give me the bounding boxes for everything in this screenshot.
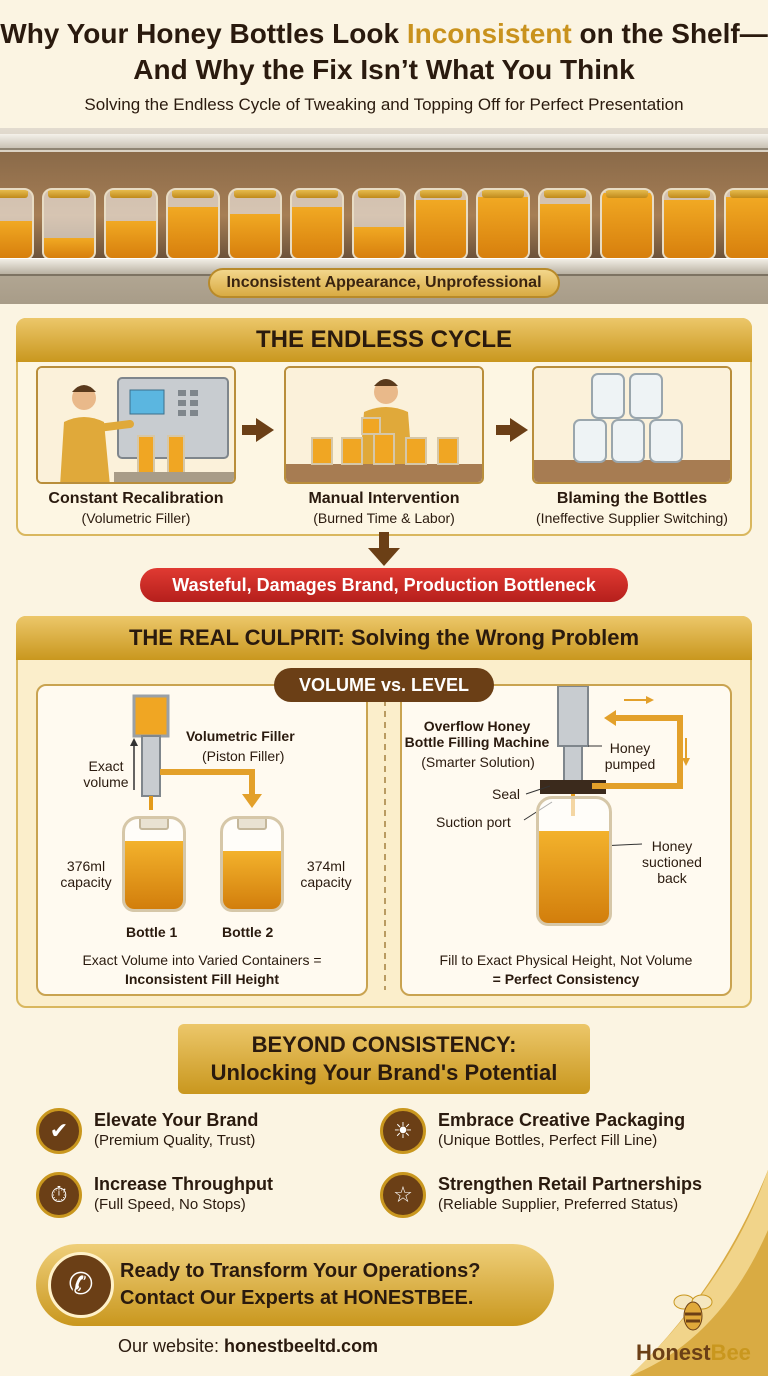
title-text-end: on the Shelf—And Why the Fix Isn’t What … (133, 18, 768, 85)
page-title: Why Your Honey Bottles Look Inconsistent… (0, 16, 768, 88)
arrow-down-icon (368, 532, 400, 566)
overflow-caption: Fill to Exact Physical Height, Not Volum… (439, 952, 693, 968)
benefit-4-title: Strengthen Retail Partnerships (438, 1174, 703, 1194)
shelf-jar (538, 188, 592, 260)
cta-banner[interactable] (36, 1244, 554, 1326)
benefit-1-sub: (Premium Quality, Trust) (94, 1132, 256, 1149)
shelf-jar (290, 188, 344, 260)
cta-text[interactable]: Ready to Transform Your Operations? Cont… (120, 1258, 550, 1312)
logo-part-1: Honest (636, 1340, 711, 1365)
volumetric-caption-bold: Inconsistent Fill Height (124, 971, 279, 987)
divider-dashed (384, 700, 386, 990)
benefit-2-sub: (Unique Bottles, Perfect Fill Line) (438, 1132, 658, 1149)
result-banner: Wasteful, Damages Brand, Production Bott… (140, 568, 628, 602)
suction-port-label: Suction port (436, 814, 511, 830)
step-1-sub: (Volumetric Filler) (81, 510, 191, 526)
culprit-heading: THE REAL CULPRIT: Solving the Wrong Prob… (16, 616, 752, 660)
volumetric-panel: Volumetric Filler (Piston Filler) Exact … (36, 684, 368, 996)
filler-sub: (Piston Filler) (202, 748, 285, 764)
honey-back-label: Honey suctioned back (642, 838, 702, 886)
shelf-illustration (0, 128, 768, 304)
shelf-jar (228, 188, 282, 260)
manual-illustration (286, 368, 482, 482)
cta-line-1: Ready to Transform Your Operations? (120, 1260, 481, 1282)
step-3-sub: (Ineffective Supplier Switching) (536, 510, 728, 526)
seal-label: Seal (492, 786, 521, 802)
bottle-1 (122, 816, 186, 912)
cta-line-2: Contact Our Experts at HONESTBEE. (120, 1287, 474, 1309)
machine-title: Overflow Honey Bottle Filling Machine (404, 718, 550, 750)
benefit-4-sub: (Reliable Supplier, Preferred Status) (438, 1196, 679, 1213)
step-1-title: Constant Recalibration (48, 490, 224, 507)
overflow-caption-bold: = Perfect Consistency (492, 971, 640, 987)
volumetric-caption: Exact Volume into Varied Containers = (82, 952, 322, 968)
empty-bottles-illustration (534, 368, 730, 482)
overflow-diagram (523, 686, 690, 847)
volumetric-diagram (130, 694, 262, 810)
arrow-right-icon-2 (496, 418, 528, 442)
overflow-panel: Overflow Honey Bottle Filling Machine (S… (400, 684, 732, 996)
shelf-jar (724, 188, 768, 260)
benefit-2-title: Embrace Creative Packaging (438, 1110, 686, 1130)
beyond-line-2: Unlocking Your Brand's Potential (210, 1060, 558, 1085)
exact-volume-label: Exact volume (83, 758, 129, 790)
page-curl-decoration (630, 1170, 768, 1376)
step-2-sub: (Burned Time & Labor) (313, 510, 455, 526)
website-line: Our website: honestbeeltd.com (118, 1336, 378, 1357)
bottle-2-capacity: 374ml capacity (300, 858, 352, 890)
shelf-jar (0, 188, 34, 260)
website-link[interactable]: honestbeeltd.com (224, 1336, 379, 1356)
lightbulb-icon: ☀ (380, 1108, 426, 1154)
title-text: Why Your Honey Bottles Look (0, 18, 407, 49)
benefit-3-title: Increase Throughput (94, 1174, 274, 1194)
benefit-1-title: Elevate Your Brand (94, 1110, 259, 1130)
bottle-1-label: Bottle 1 (126, 924, 178, 940)
panel-manual (284, 366, 484, 484)
shelf-jar (600, 188, 654, 260)
step-3-title: Blaming the Bottles (556, 490, 708, 507)
shelf-jar (42, 188, 96, 260)
volume-vs-level-tag: VOLUME vs. LEVEL (274, 668, 494, 702)
bee-logo-icon (673, 1294, 713, 1331)
shelf-jar (352, 188, 406, 260)
panel-recalibration (36, 366, 236, 484)
title-highlight: Inconsistent (406, 18, 572, 49)
step-2-title: Manual Intervention (308, 490, 460, 507)
shelf-jar (414, 188, 468, 260)
arrow-right-icon (242, 418, 274, 442)
brand-logo: HonestBee (636, 1340, 751, 1366)
beyond-line-1: BEYOND CONSISTENCY: (251, 1032, 517, 1057)
machine-sub: (Smarter Solution) (421, 754, 535, 770)
shelf-top-board (0, 134, 768, 150)
beyond-heading: BEYOND CONSISTENCY: Unlocking Your Brand… (178, 1024, 590, 1094)
award-icon: ✔ (36, 1108, 82, 1154)
page-subtitle: Solving the Endless Cycle of Tweaking an… (84, 95, 684, 114)
handshake-icon: ☆ (380, 1172, 426, 1218)
logo-part-2: Bee (710, 1340, 751, 1365)
recalibration-illustration (38, 368, 234, 482)
stopwatch-icon: ⏱ (36, 1172, 82, 1218)
cycle-heading: THE ENDLESS CYCLE (16, 318, 752, 362)
bottle-2-label: Bottle 2 (222, 924, 274, 940)
shelf-jar (662, 188, 716, 260)
bottle-2 (220, 816, 284, 912)
phone-icon[interactable]: ✆ (48, 1252, 114, 1318)
benefit-3-sub: (Full Speed, No Stops) (94, 1196, 246, 1213)
filler-title: Volumetric Filler (186, 728, 295, 744)
honey-pumped-label: Honey pumped (604, 740, 656, 772)
shelf-jar (476, 188, 530, 260)
bottle-1-capacity: 376ml capacity (60, 858, 112, 890)
overflow-bottle (536, 796, 612, 926)
shelf-jar (166, 188, 220, 260)
panel-bottles (532, 366, 732, 484)
website-label: Our website: (118, 1336, 225, 1356)
shelf-banner: Inconsistent Appearance, Unprofessional (208, 268, 560, 298)
shelf-jar (104, 188, 158, 260)
